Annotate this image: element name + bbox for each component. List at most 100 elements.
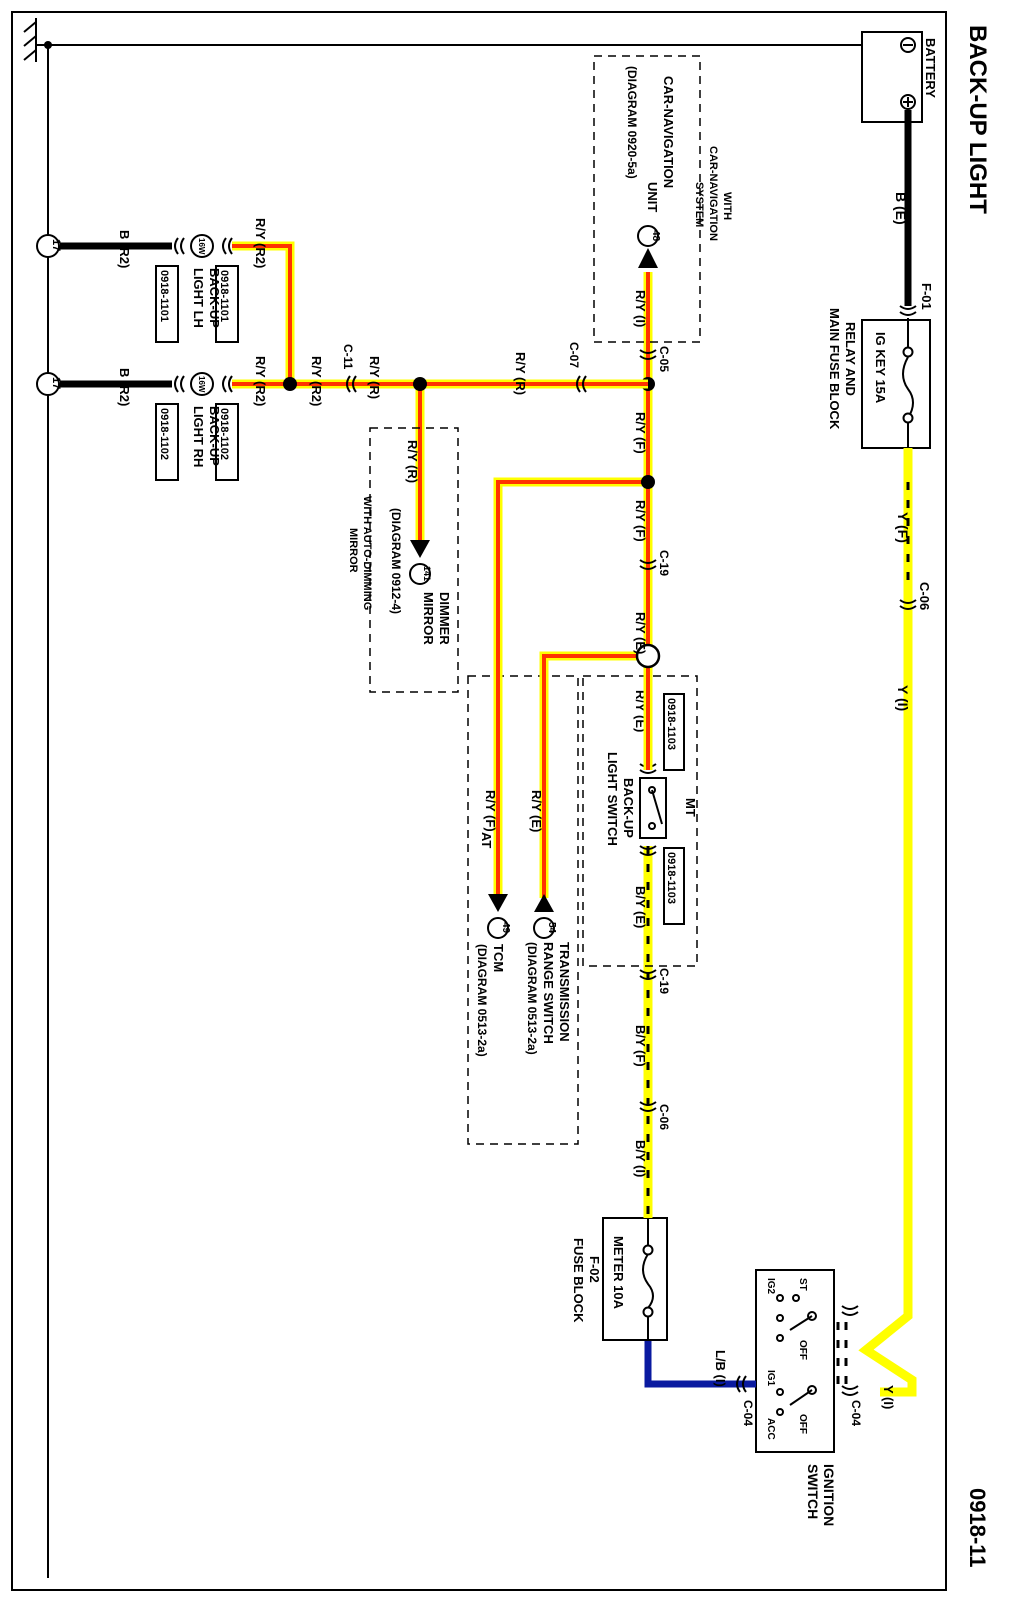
- diagram-id: 0918-11: [965, 1488, 990, 1568]
- trs-connector: 54: [533, 894, 557, 939]
- lamp-lh-label-1: BACK-UP: [207, 268, 222, 328]
- fuse-block-label: FUSE BLOCK: [571, 1238, 586, 1323]
- c06-yellow-label: C-06: [917, 582, 932, 610]
- lamp-lh-wire-out: B (R2): [117, 230, 132, 268]
- nav-connector: 48: [637, 225, 661, 268]
- mt-option-box: [582, 675, 698, 967]
- c07-label: C-07: [567, 342, 581, 368]
- ign-pos-off-2: OFF: [797, 1414, 808, 1434]
- c19-main-label: C-19: [657, 550, 671, 576]
- splice-junction-open: [635, 643, 661, 669]
- lamp-lh-rating: 16W: [197, 238, 206, 255]
- tcm-wire-label: R/Y (F): [483, 790, 498, 832]
- dimmer-option-box: [369, 427, 459, 693]
- wire-yellow-feed: [858, 448, 917, 1397]
- main-ry-w2: R/Y (F): [633, 500, 648, 542]
- f01-label: F-01: [919, 283, 934, 310]
- lamp-rh-ref: 0918-1102: [218, 408, 230, 460]
- fuse-icon: [902, 356, 914, 419]
- tcm-label-1: TCM: [491, 944, 506, 972]
- nav-tag-2: CAR-NAVIGATION: [707, 146, 719, 241]
- lamp-rh-rating: 16W: [197, 376, 206, 393]
- battery-plus-icon: [900, 94, 916, 110]
- c06-by-label: C-06: [657, 1104, 671, 1130]
- main-ry-w3: R/Y (F): [633, 412, 648, 454]
- connector-c06-yellow: [899, 599, 917, 610]
- nav-num: 48: [650, 230, 661, 242]
- main-ry-w1: R/Y (E): [633, 612, 648, 654]
- switch-connector-bottom: [639, 845, 657, 856]
- dimmer-label-2: MIRROR: [421, 592, 436, 645]
- lamp-lh-connector: [174, 237, 233, 255]
- lamp-rh-label-1: BACK-UP: [207, 406, 222, 466]
- bus-wire-r: R/Y (R): [367, 356, 382, 399]
- trs-num: 54: [546, 922, 557, 934]
- dimmer-label-3: (DIAGRAM 0912-4): [389, 508, 403, 614]
- lamp-rh-connector: [174, 375, 233, 393]
- lamp-lh-ref-box: 0918-1101: [215, 265, 239, 343]
- ground-rail: [23, 18, 908, 1578]
- tcm-label-2: (DIAGRAM 0513-2a): [475, 944, 489, 1057]
- connector-c07: [576, 375, 587, 393]
- dimmer-tag-2: MIRROR: [347, 528, 359, 573]
- splice-dimmer: [413, 377, 427, 391]
- lamp-lh-wire-in: R/Y (R2): [253, 218, 268, 268]
- backup-light-switch: [639, 763, 667, 856]
- ign-pos-ig2: IG2: [765, 1278, 776, 1295]
- dimmer-tag-1: WITH AUTO-DIMMING: [361, 496, 373, 610]
- dimmer-wire-label: R/Y (R): [405, 440, 420, 483]
- lb-wire-label: L/B (I): [713, 1350, 728, 1387]
- nav-tag-1: WITH: [721, 192, 733, 220]
- bus-wire-r2: R/Y (R2): [309, 356, 324, 406]
- by-wire-1: B/Y (I): [633, 1140, 648, 1177]
- connector-c05: [639, 349, 657, 360]
- ground-lh: 17: [36, 234, 62, 258]
- lamp-lh-ref: 0918-1101: [218, 270, 230, 322]
- nav-tag-3: SYSTEM: [693, 182, 705, 227]
- bulb-rh-icon: 16W: [190, 372, 214, 396]
- battery-label: BATTERY: [923, 38, 938, 98]
- page-title: BACK-UP LIGHT: [964, 25, 991, 214]
- ignition-label-1: IGNITION: [821, 1464, 837, 1526]
- lamp-rh-ref2-box: 0918-1102: [155, 403, 179, 481]
- lamp-lh-ref2: 0918-1101: [158, 270, 170, 322]
- ground-rh: 17: [36, 372, 62, 396]
- ignition-label-2: SWITCH: [805, 1464, 821, 1519]
- lamp-lh-label-2: LIGHT LH: [191, 268, 206, 328]
- f02-label: F-02: [587, 1256, 602, 1283]
- wire-ry-bus: [232, 241, 648, 540]
- ignition-in-wire-label: Y (I): [881, 1385, 896, 1409]
- ign-pos-off-1: OFF: [797, 1340, 808, 1360]
- lamp-rh-ref-box: 0918-1102: [215, 403, 239, 481]
- ignition-switch: ST IG2 OFF IG1 ACC OFF IGNITION SWITCH: [755, 1269, 859, 1526]
- by-wire-2: B/Y (F): [633, 1025, 648, 1067]
- battery-wire-label: B (E): [893, 192, 909, 225]
- connector-f01: [899, 305, 917, 316]
- connector-c04-top: [841, 1305, 859, 1396]
- wire-lb: [644, 1340, 756, 1388]
- ig-key-fuse-label: IG KEY 15A: [873, 332, 888, 404]
- trs-wire-label: R/Y (E): [529, 790, 544, 832]
- relay-main-fuse-block: IG KEY 15A RELAY AND MAIN FUSE BLOCK: [827, 308, 931, 449]
- c11-label: C-11: [341, 344, 355, 370]
- switch-label-1: BACK-UP: [621, 778, 636, 838]
- switch-label-2: LIGHT SWITCH: [605, 752, 620, 846]
- at-option-box: [467, 675, 579, 1145]
- meter-fuse-label: METER 10A: [611, 1236, 626, 1310]
- wire-ry-to-trs: [539, 651, 648, 898]
- connector-c04-side: [736, 1375, 747, 1393]
- connector-c11: [346, 375, 357, 393]
- ignition-c04-b: C-04: [741, 1400, 755, 1426]
- mt-ref-right-box: 0918-1103: [663, 847, 685, 925]
- meter-fuse-icon: [642, 1253, 654, 1309]
- ign-pos-st: ST: [797, 1278, 808, 1291]
- trs-label-1: TRANSMISSION: [557, 942, 572, 1042]
- at-tag: AT: [479, 832, 494, 848]
- ground-lh-num: 17: [50, 239, 62, 251]
- mt-ref-left-box: 0918-1103: [663, 693, 685, 771]
- bulb-lh-icon: 16W: [190, 234, 214, 258]
- lamp-rh-label-2: LIGHT RH: [191, 406, 206, 467]
- mt-ref-right: 0918-1103: [665, 852, 677, 904]
- wire-ry-to-tcm: [493, 477, 648, 898]
